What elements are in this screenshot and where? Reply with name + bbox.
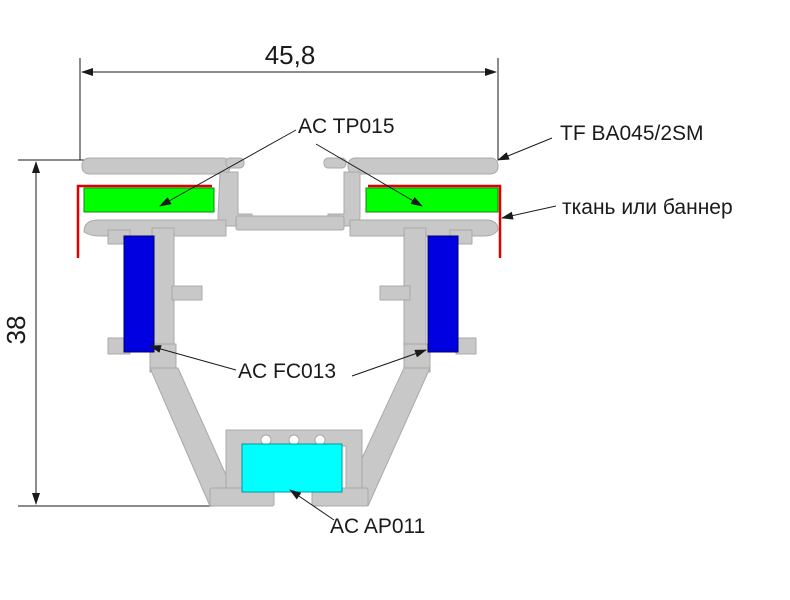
leader-fc013-left [149, 345, 237, 371]
leader-fc013-right [351, 349, 427, 377]
green-insert-right [365, 187, 499, 213]
channel-holes [260, 434, 326, 446]
blue-insert-left [123, 235, 155, 353]
lower-leg-left [149, 367, 231, 507]
center-bridge [235, 215, 345, 231]
leader-ap011 [289, 489, 335, 521]
fabric-banner [76, 184, 502, 258]
fabric-left [76, 184, 212, 258]
leader-ba045 [497, 137, 553, 161]
cyan-insert [241, 443, 343, 493]
guide-right-outer-bottom [455, 337, 477, 355]
height-dimension [18, 159, 214, 507]
label-ap011: AC AP011 [330, 515, 425, 538]
blue-insert-right [427, 235, 459, 353]
top-flange-right [347, 157, 499, 175]
green-insert-left [83, 187, 215, 213]
label-ba045: TF BA045/2SM [560, 122, 704, 145]
leader-tp015-left [159, 129, 297, 207]
top-flange-left [81, 157, 231, 175]
nub-right [379, 285, 411, 301]
leader-fabric [501, 205, 557, 220]
leader-tp015-right [315, 143, 423, 207]
nub-left [171, 285, 203, 301]
top-lip-left [225, 157, 245, 169]
callout-leaders [149, 129, 557, 521]
label-fc013: AC FC013 [238, 360, 336, 383]
height-dimension-label: 38 [1, 316, 31, 345]
fabric-right [368, 184, 502, 258]
label-tp015: AC TP015 [298, 115, 395, 138]
width-dimension-label: 45,8 [265, 40, 316, 70]
width-dimension [79, 58, 499, 160]
top-lip-right [323, 157, 347, 169]
label-fabric: ткань или баннер [562, 196, 733, 219]
aluminum-profile [81, 157, 499, 507]
